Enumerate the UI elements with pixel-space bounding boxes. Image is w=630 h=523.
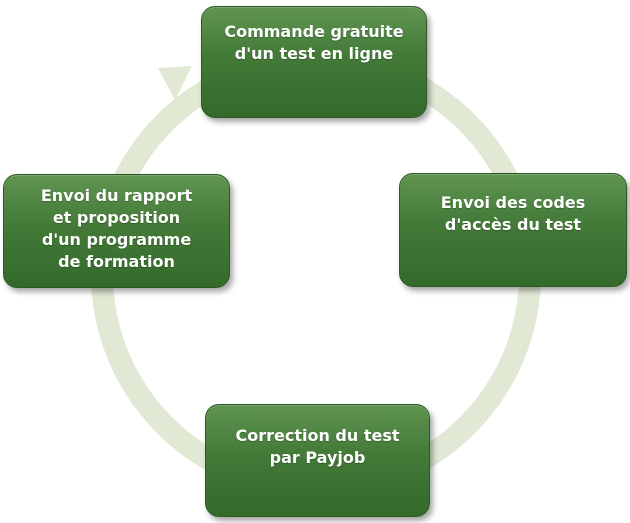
step-box-send-report: Envoi du rapport et proposition d'un pro… bbox=[3, 174, 230, 288]
cycle-arrowhead bbox=[158, 66, 192, 100]
step-label-send-report: Envoi du rapport et proposition d'un pro… bbox=[40, 186, 193, 271]
step-box-send-codes: Envoi des codes d'accès du test bbox=[399, 173, 627, 287]
step-box-correction: Correction du test par Payjob bbox=[205, 404, 430, 517]
step-box-order-test: Commande gratuite d'un test en ligne bbox=[201, 6, 427, 118]
step-label-send-codes: Envoi des codes d'accès du test bbox=[440, 193, 586, 234]
step-label-order-test: Commande gratuite d'un test en ligne bbox=[224, 22, 404, 63]
step-label-correction: Correction du test par Payjob bbox=[235, 426, 400, 467]
